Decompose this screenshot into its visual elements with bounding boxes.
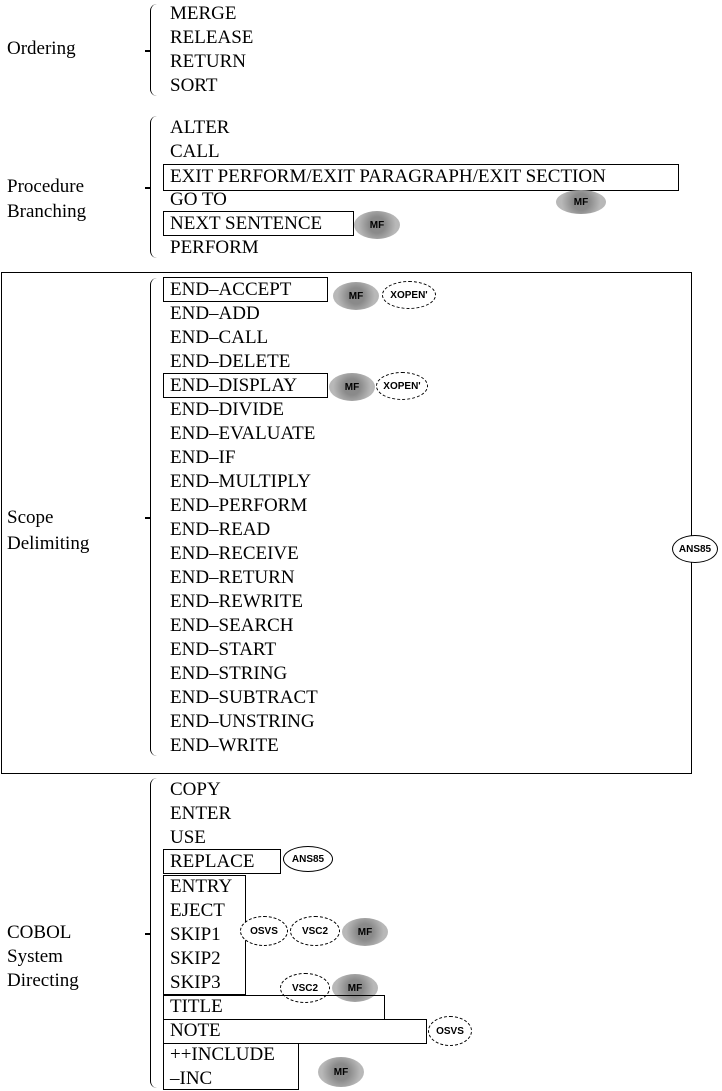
keyword-end-if: END–IF <box>170 447 236 468</box>
next-sentence-box <box>163 211 354 236</box>
keyword-release: RELEASE <box>170 27 254 48</box>
replace-box <box>163 849 281 874</box>
category-cobol-label-3: Directing <box>7 970 79 991</box>
keyword-end-string: END–STRING <box>170 663 288 684</box>
ans85-badge: ANS85 <box>672 535 718 563</box>
mf-badge: MF <box>333 282 379 310</box>
keyword-end-unstring: END–UNSTRING <box>170 711 315 732</box>
keyword-title: TITLE <box>170 996 223 1017</box>
keyword-perform: PERFORM <box>170 237 259 258</box>
exit-perform-box <box>163 164 679 191</box>
mf-badge: MF <box>332 974 378 1002</box>
keyword-skip3: SKIP3 <box>170 972 221 993</box>
keyword-end-receive: END–RECEIVE <box>170 543 299 564</box>
keyword-next-sentence: NEXT SENTENCE <box>170 213 323 234</box>
mf-badge: MF <box>354 211 400 239</box>
keyword-end-subtract: END–SUBTRACT <box>170 687 318 708</box>
keyword-copy: COPY <box>170 779 221 800</box>
keyword-note: NOTE <box>170 1020 221 1041</box>
keyword-end-display: END–DISPLAY <box>170 375 298 396</box>
procedure-brace <box>145 116 158 258</box>
keyword-end-perform: END–PERFORM <box>170 495 308 516</box>
ans85-badge: ANS85 <box>283 846 333 872</box>
scope-brace <box>145 278 158 756</box>
keyword-end-divide: END–DIVIDE <box>170 399 284 420</box>
keyword-end-add: END–ADD <box>170 303 260 324</box>
keyword-end-delete: END–DELETE <box>170 351 291 372</box>
keyword-enter: ENTER <box>170 803 232 824</box>
mf-badge: MF <box>318 1057 364 1087</box>
keyword-end-call: END–CALL <box>170 327 269 348</box>
keyword-end-evaluate: END–EVALUATE <box>170 423 316 444</box>
keyword-replace: REPLACE <box>170 851 255 872</box>
keyword-alter: ALTER <box>170 117 230 138</box>
keyword-use: USE <box>170 827 206 848</box>
keyword-plus-include: ++INCLUDE <box>170 1044 275 1065</box>
category-ordering: Ordering <box>7 38 76 59</box>
keyword-entry: ENTRY <box>170 876 233 897</box>
osvs-badge: OSVS <box>240 916 288 946</box>
keyword-end-accept: END–ACCEPT <box>170 279 292 300</box>
keyword-skip1: SKIP1 <box>170 924 221 945</box>
category-scope-label-1: Scope <box>7 507 54 528</box>
keyword-call: CALL <box>170 141 220 162</box>
keyword-end-multiply: END–MULTIPLY <box>170 471 311 492</box>
keyword-exit-perform: EXIT PERFORM/EXIT PARAGRAPH/EXIT SECTION <box>170 166 606 187</box>
cobol-brace <box>145 778 158 1088</box>
keyword-skip2: SKIP2 <box>170 948 221 969</box>
keyword-end-rewrite: END–REWRITE <box>170 591 303 612</box>
keyword-inc: –INC <box>170 1068 213 1089</box>
xopen-badge: XOPEN' <box>376 372 428 400</box>
keyword-return: RETURN <box>170 51 246 72</box>
xopen-badge: XOPEN' <box>382 281 436 309</box>
vsc2-badge: VSC2 <box>290 916 340 946</box>
ordering-brace <box>145 4 158 96</box>
osvs-badge: OSVS <box>428 1016 472 1046</box>
mf-badge: MF <box>329 373 375 401</box>
keyword-end-search: END–SEARCH <box>170 615 294 636</box>
keyword-end-return: END–RETURN <box>170 567 295 588</box>
keyword-go-to: GO TO <box>170 189 227 210</box>
mf-badge: MF <box>556 190 606 214</box>
keyword-end-write: END–WRITE <box>170 735 279 756</box>
category-cobol-label-1: COBOL <box>7 922 72 943</box>
category-procedure-label-1: Procedure <box>7 176 85 197</box>
end-display-box <box>163 373 328 398</box>
vsc2-badge: VSC2 <box>280 973 330 1003</box>
category-procedure-label-2: Branching <box>7 201 87 222</box>
end-accept-box <box>163 277 328 302</box>
category-cobol-label-2: System <box>7 946 63 967</box>
include-inc-box <box>163 1043 299 1090</box>
keyword-end-start: END–START <box>170 639 277 660</box>
keyword-sort: SORT <box>170 75 218 96</box>
keyword-merge: MERGE <box>170 3 237 24</box>
scope-delimiting-box <box>1 272 692 774</box>
category-scope-label-2: Delimiting <box>7 533 90 554</box>
mf-badge: MF <box>342 918 388 946</box>
keyword-end-read: END–READ <box>170 519 271 540</box>
keyword-eject: EJECT <box>170 900 225 921</box>
